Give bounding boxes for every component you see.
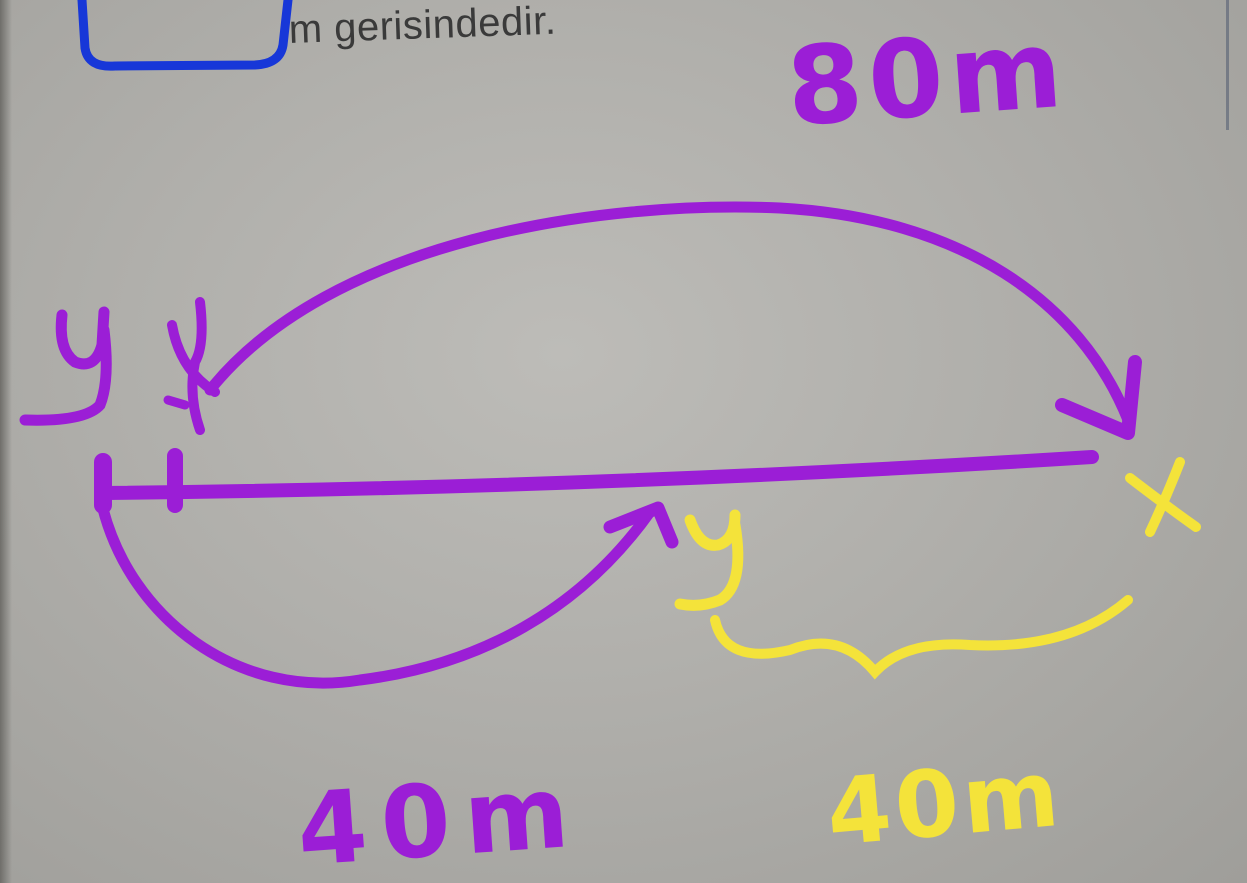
y-arrow-head <box>603 501 679 549</box>
track-line <box>98 450 1099 500</box>
distance-40m-left-label: 40m <box>294 752 587 883</box>
y-movement-arc <box>96 499 656 689</box>
distance-80m-label: 80m <box>783 7 1072 151</box>
distance-40m-right-label: 40m <box>823 740 1067 867</box>
label-y-mid <box>674 509 744 611</box>
label-x-start <box>163 297 220 435</box>
x-arrow-head <box>1055 355 1142 440</box>
page-right-margin-line <box>1226 0 1229 130</box>
label-x-end <box>1125 457 1201 537</box>
x-movement-arc <box>204 201 1134 426</box>
answer-box <box>77 0 293 71</box>
label-y-start <box>19 306 112 426</box>
yellow-brace <box>710 595 1133 680</box>
page-left-shadow <box>0 0 12 883</box>
